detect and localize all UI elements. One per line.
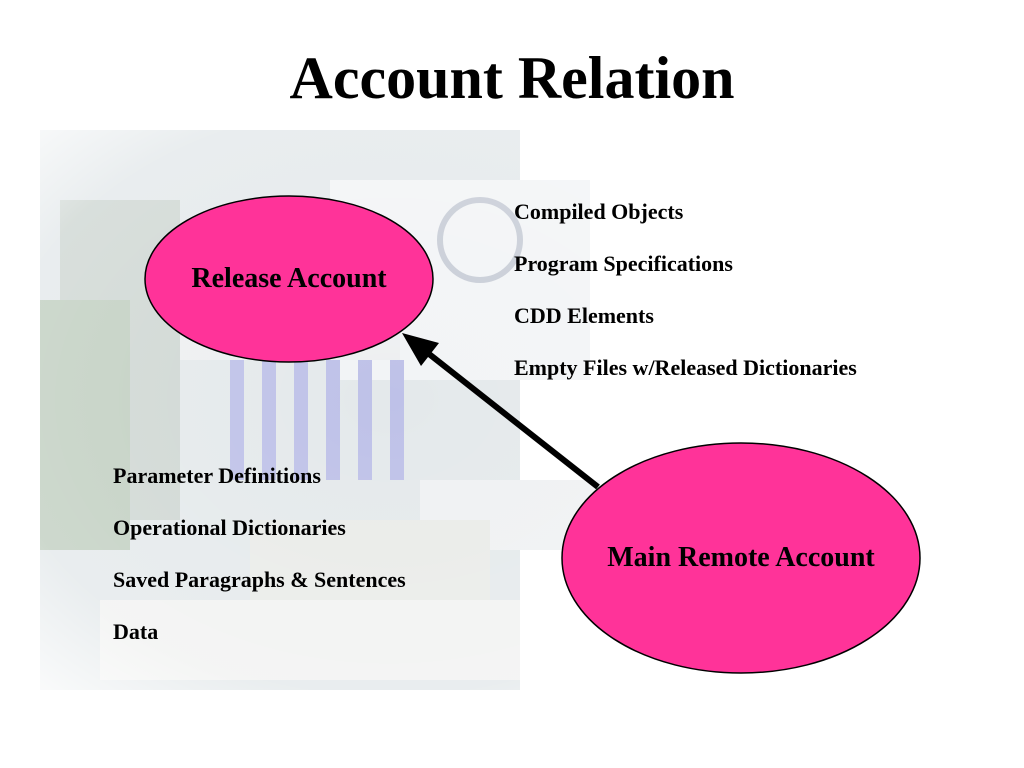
release-account-shape — [144, 195, 434, 363]
list-item: Program Specifications — [514, 251, 733, 276]
list-item: Compiled Objects — [514, 199, 684, 224]
list-item: CDD Elements — [514, 303, 654, 328]
release-account-label: Release Account — [145, 196, 433, 362]
main-remote-account-text: Main Remote Account — [607, 542, 875, 573]
main-remote-account-label: Main Remote Account — [562, 443, 920, 673]
list-item: Data — [113, 619, 159, 644]
arrowhead — [402, 333, 439, 366]
slide-title: Account Relation — [289, 45, 735, 111]
list-item: Saved Paragraphs & Sentences — [113, 567, 406, 592]
release-contents-list: Compiled Objects Program Specifications … — [514, 199, 857, 407]
list-item: Parameter Definitions — [113, 463, 321, 488]
list-item: Empty Files w/Released Dictionaries — [514, 355, 857, 380]
release-account-text: Release Account — [191, 263, 387, 294]
main-remote-account-shape — [561, 442, 921, 674]
main-contents-list: Parameter Definitions Operational Dictio… — [113, 463, 406, 671]
list-item: Operational Dictionaries — [113, 515, 346, 540]
relation-arrow — [422, 347, 600, 490]
